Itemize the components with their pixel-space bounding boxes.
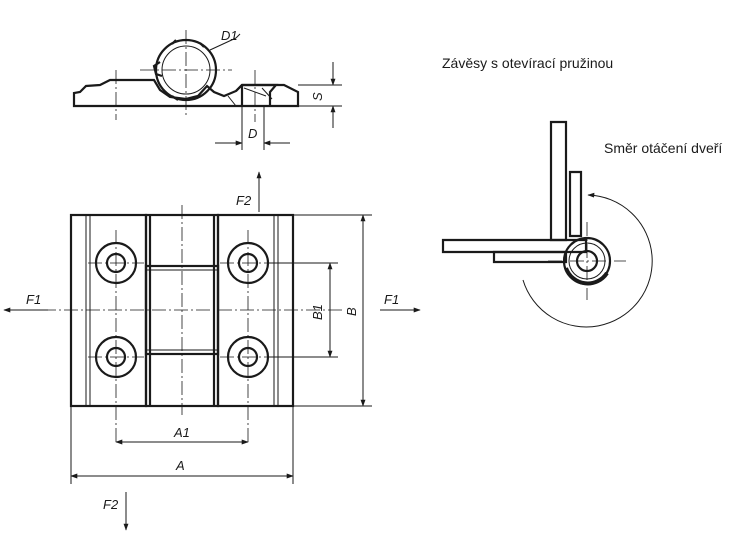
drawing-title: Závěsy s otevírací pružinou [442,55,614,71]
force-F2-top: F2 [236,193,252,208]
rotation-schematic [441,120,653,328]
countersunk-hole [235,83,279,106]
dim-A1: A1 [173,425,190,440]
side-view: D1 S D [72,28,342,150]
force-F2-bottom: F2 [103,497,119,512]
rotation-direction-label: Směr otáčení dveří [604,140,723,156]
rotation-arrow [522,192,653,328]
dim-B1: B1 [310,304,325,320]
dim-A: A [175,458,185,473]
side-profile-outline [72,78,300,108]
dim-B: B [344,307,359,316]
dim-S: S [310,92,325,101]
door-leaf [549,120,568,242]
force-F1-right: F1 [384,292,399,307]
dim-D: D [248,126,257,141]
dim-D1: D1 [221,28,238,43]
front-view: B B1 A1 A F1 F1 F2 F2 [3,171,421,531]
fixed-leaf [441,238,588,254]
force-F1-left: F1 [26,292,41,307]
